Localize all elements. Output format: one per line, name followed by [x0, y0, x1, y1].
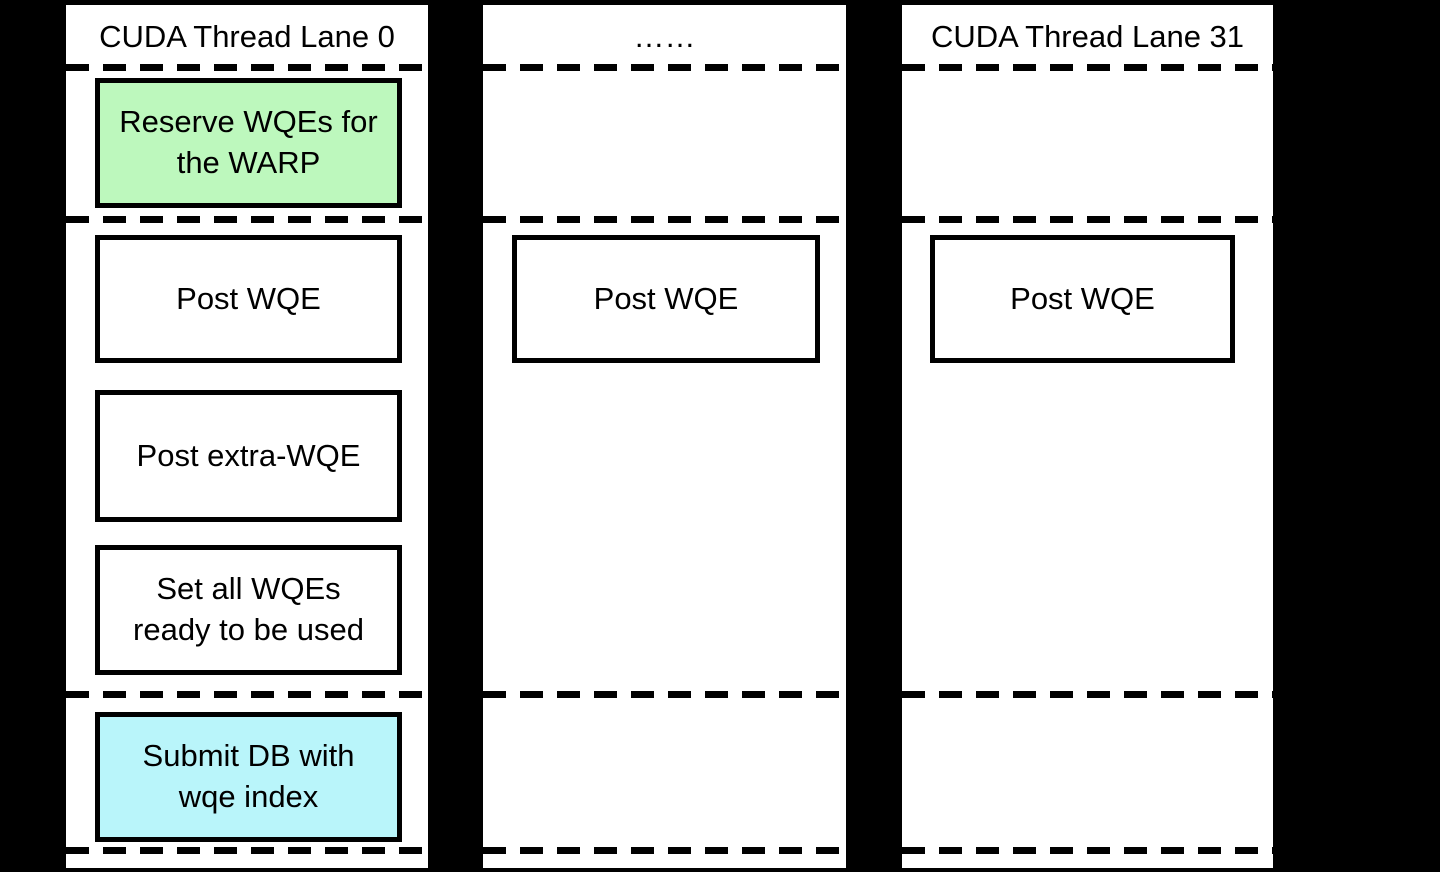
lane-ellipsis-inner: …… Post WQE — [483, 5, 846, 868]
dashed-separator — [483, 847, 846, 854]
dashed-separator — [66, 216, 428, 223]
lane-ellipsis: …… Post WQE — [479, 1, 850, 872]
lane-title-cuda-thread-0: CUDA Thread Lane 0 — [99, 18, 395, 54]
step-post-extra-wqe-box: Post extra-WQE — [95, 390, 402, 522]
dashed-separator — [483, 691, 846, 698]
step-post-wqe-box: Post WQE — [512, 235, 820, 363]
dashed-separator — [66, 64, 428, 71]
dashed-separator — [66, 847, 428, 854]
dashed-separator — [902, 691, 1273, 698]
lane-cuda-thread-0-inner: CUDA Thread Lane 0 Reserve WQEs for the … — [66, 5, 428, 868]
lane-title-cuda-thread-31: CUDA Thread Lane 31 — [930, 18, 1245, 54]
lane-cuda-thread-31: CUDA Thread Lane 31 Post WQE — [898, 1, 1277, 872]
dashed-separator — [902, 64, 1273, 71]
dashed-separator — [483, 64, 846, 71]
dashed-separator — [66, 691, 428, 698]
step-reserve-wqes-box: Reserve WQEs for the WARP — [95, 78, 402, 208]
step-post-wqe-box: Post WQE — [930, 235, 1235, 363]
lane-title-ellipsis: …… — [633, 18, 696, 54]
lane-cuda-thread-31-inner: CUDA Thread Lane 31 Post WQE — [902, 5, 1273, 868]
dashed-separator — [483, 216, 846, 223]
dashed-separator — [902, 216, 1273, 223]
step-post-wqe-box: Post WQE — [95, 235, 402, 363]
dashed-separator — [902, 847, 1273, 854]
step-set-all-wqes-box: Set all WQEs ready to be used — [95, 545, 402, 675]
step-submit-db-box: Submit DB with wqe index — [95, 712, 402, 842]
lane-cuda-thread-0: CUDA Thread Lane 0 Reserve WQEs for the … — [62, 1, 432, 872]
